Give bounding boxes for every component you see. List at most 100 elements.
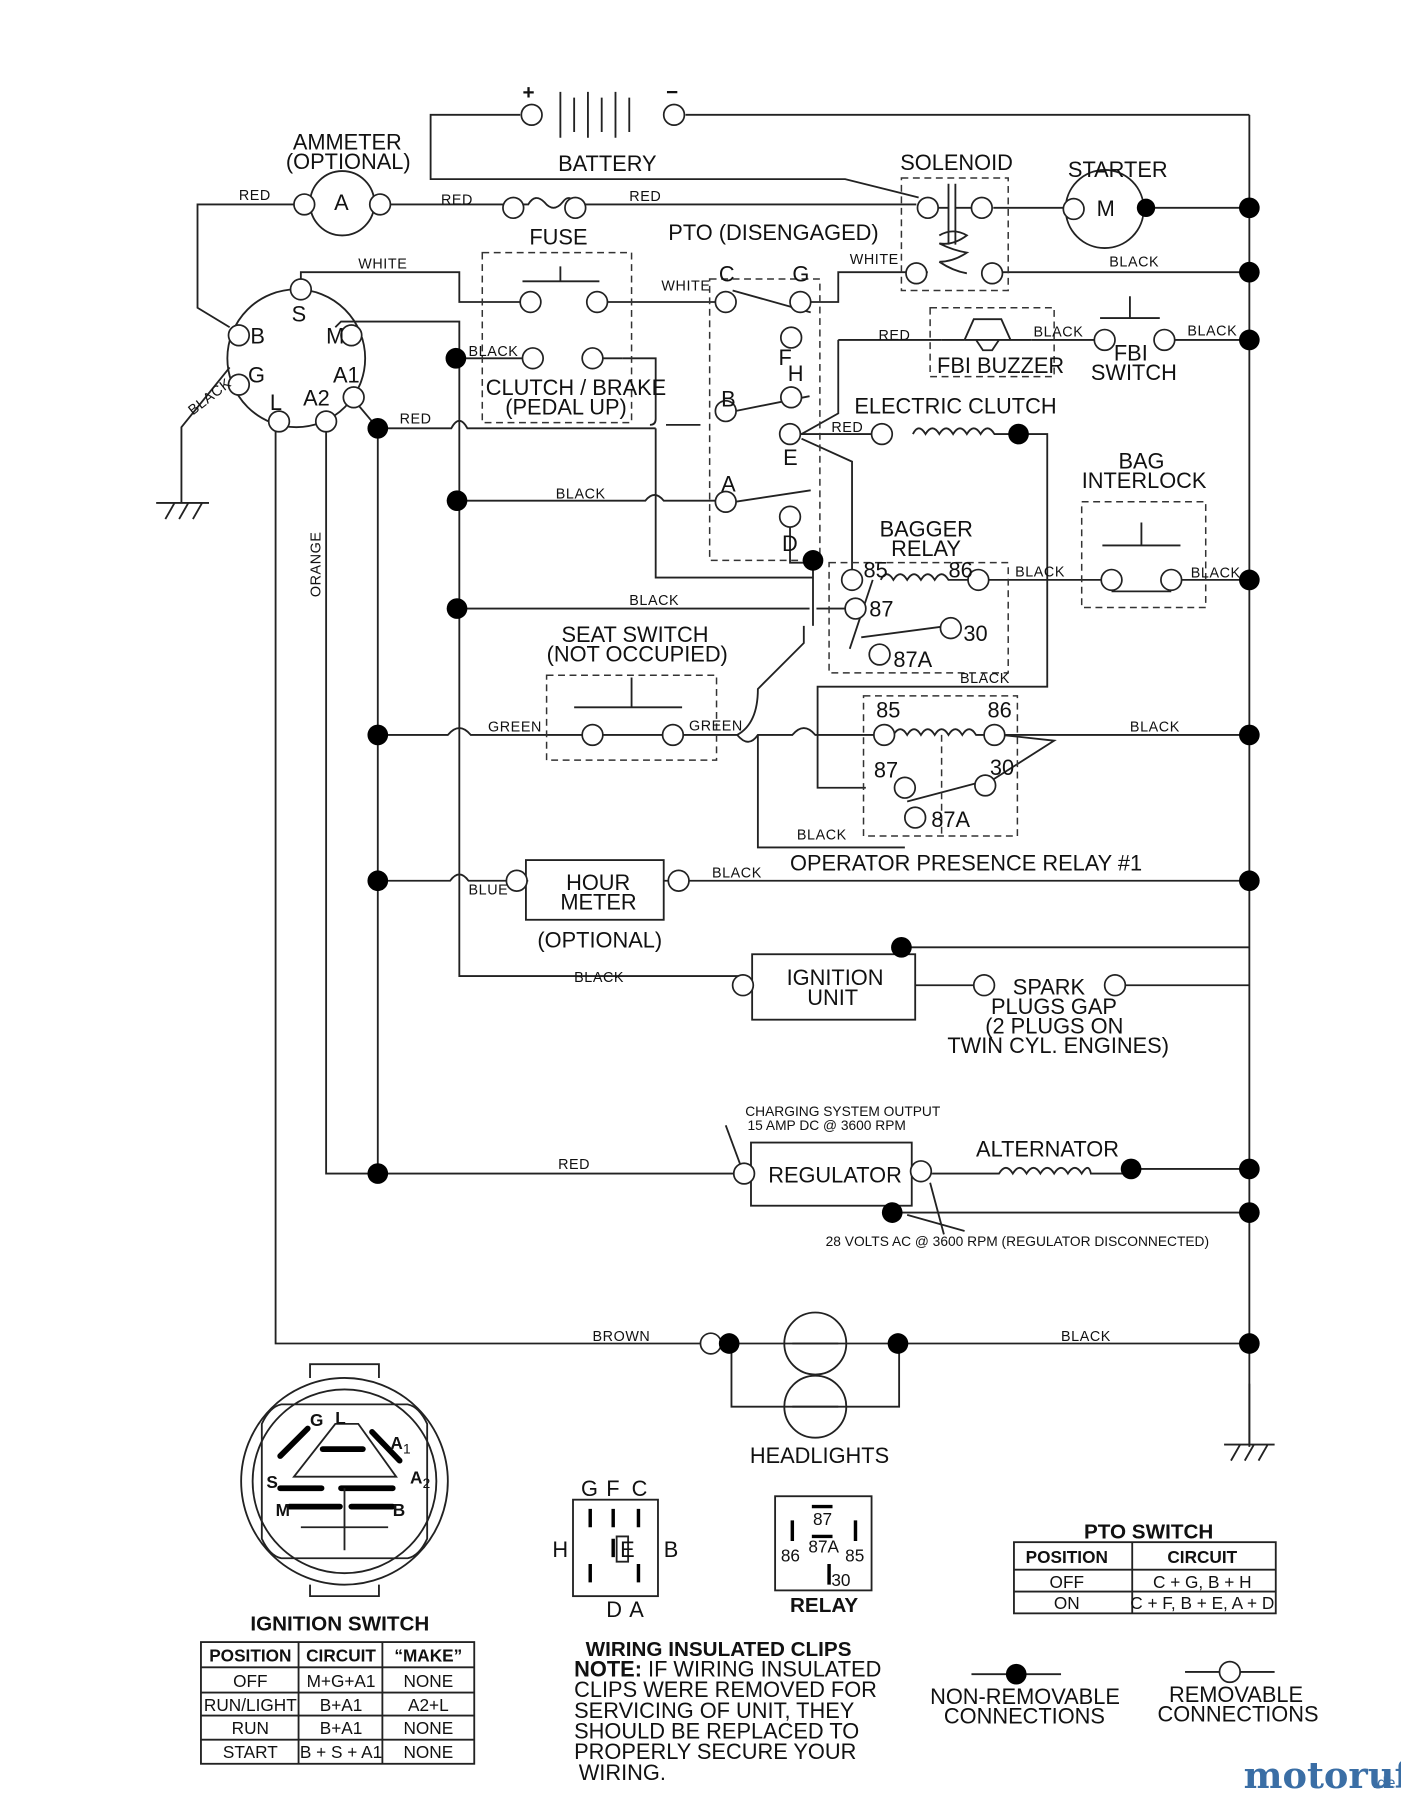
fbi-switch-label-2: SWITCH — [1091, 360, 1177, 385]
terminal-b: B — [250, 323, 265, 348]
spark-plugs-label: SPARK — [1013, 974, 1086, 999]
relay-pin-86: 86 — [781, 1546, 800, 1566]
clips-line-4: SHOULD BE REPLACED TO — [574, 1719, 859, 1744]
wires — [156, 113, 1275, 1462]
pto-table-cell: C + G, B + H — [1153, 1572, 1252, 1592]
wire-white-1: WHITE — [358, 257, 407, 273]
relay-pin-85: 85 — [845, 1546, 864, 1566]
clips-line-6: WIRING. — [579, 1760, 666, 1785]
ign-table-cell: A2+L — [408, 1695, 449, 1715]
clips-line-5: PROPERLY SECURE YOUR — [574, 1739, 856, 1764]
bagger-terminal-30: 30 — [963, 621, 987, 646]
charging-output-label: CHARGING SYSTEM OUTPUT — [745, 1104, 941, 1119]
ign-table-cell: NONE — [403, 1671, 453, 1691]
pto-connector-detail: G F C H E B D A — [552, 1476, 678, 1622]
wire-red-5: RED — [400, 412, 432, 428]
ign-table-cell: B+A1 — [320, 1695, 363, 1715]
op-relay-terminal-86: 86 — [988, 698, 1012, 723]
electric-clutch-label: ELECTRIC CLUTCH — [854, 393, 1056, 418]
ignition-switch-detail: G L A 1 A 2 S M B IGNITION SWITCH — [240, 1363, 449, 1636]
headlights-label: HEADLIGHTS — [750, 1443, 889, 1468]
wire-blue-1: BLUE — [469, 883, 509, 899]
pto-table-cell: OFF — [1050, 1572, 1084, 1592]
terminal-m: M — [326, 323, 344, 348]
clips-note-text: IF WIRING INSULATED — [642, 1657, 881, 1682]
wire-brown-1: BROWN — [593, 1329, 651, 1345]
ign-table-cell: OFF — [233, 1671, 267, 1691]
relay-connector-detail: 87 87A 86 85 30 RELAY — [774, 1495, 873, 1617]
pto-label: PTO (DISENGAGED) — [668, 220, 878, 245]
terminal-a1: A1 — [333, 362, 360, 387]
fbi-buzzer-label: FBI BUZZER — [937, 353, 1064, 378]
motoruf-logo: motoruf .de — [1244, 1754, 1401, 1797]
battery-label: BATTERY — [558, 151, 657, 176]
operator-presence-relay-label: OPERATOR PRESENCE RELAY #1 — [790, 850, 1142, 875]
wire-white-2: WHITE — [661, 279, 710, 295]
pto-terminal-c: C — [719, 261, 735, 286]
pto-terminal-d: D — [782, 531, 798, 556]
bagger-terminal-85: 85 — [864, 558, 888, 583]
logo-tld: .de — [1372, 1774, 1395, 1792]
bagger-terminal-86: 86 — [948, 558, 972, 583]
terminal-l: L — [270, 390, 282, 415]
fixed-connections — [367, 197, 1260, 1354]
wire-green-2: GREEN — [689, 718, 743, 734]
ign-key-a2-sub: 2 — [423, 1476, 431, 1491]
clutch-brake-sub-label: (PEDAL UP) — [505, 395, 627, 420]
solenoid-label: SOLENOID — [900, 150, 1013, 175]
legend: NON-REMOVABLE CONNECTIONS REMOVABLE CONN… — [930, 1660, 1319, 1729]
wire-white-3: WHITE — [850, 252, 899, 268]
ign-table-cell: RUN — [232, 1718, 269, 1738]
wiring-clips-note: WIRING INSULATED CLIPS NOTE: IF WIRING I… — [574, 1638, 881, 1785]
pto-switch-title: PTO SWITCH — [1084, 1521, 1213, 1544]
terminal-s: S — [292, 302, 307, 327]
ign-table-cell: NONE — [403, 1718, 453, 1738]
relay-pin-30: 30 — [831, 1570, 850, 1590]
spark-plugs-label-4: TWIN CYL. ENGINES) — [947, 1033, 1169, 1058]
clips-line-2: CLIPS WERE REMOVED FOR — [574, 1677, 877, 1702]
terminal-g: G — [248, 362, 265, 387]
wire-green-1: GREEN — [488, 719, 542, 735]
wire-black-7: BLACK — [1191, 566, 1241, 582]
wire-black-14: BLACK — [1061, 1329, 1111, 1345]
wire-black-12: BLACK — [712, 865, 762, 881]
wire-black-1: BLACK — [1109, 254, 1159, 270]
wire-orange-1: ORANGE — [308, 531, 324, 597]
clips-line-1: NOTE: IF WIRING INSULATED — [574, 1657, 881, 1682]
pto-terminal-g: G — [792, 261, 809, 286]
bag-interlock-label: BAG — [1118, 449, 1164, 474]
legend-non-removable-dot — [1005, 1663, 1027, 1685]
pto-pin-d: D — [606, 1597, 622, 1622]
logo-text: motoruf — [1244, 1754, 1401, 1797]
wire-red-1: RED — [239, 188, 271, 204]
starter-symbol: M — [1097, 196, 1115, 221]
wire-black-13: BLACK — [574, 970, 624, 986]
pto-pin-b: B — [664, 1537, 679, 1562]
terminal-labels: S B M G A1 L A2 C G F H B E A D 85 86 87… — [248, 261, 1014, 831]
legend-removable-label: REMOVABLE — [1169, 1682, 1303, 1707]
pto-pin-h: H — [552, 1537, 568, 1562]
pto-pin-f: F — [606, 1476, 619, 1501]
ign-table-cell: NONE — [403, 1742, 453, 1762]
pto-table-cell: ON — [1054, 1593, 1080, 1613]
clips-note-keyword: NOTE: — [574, 1657, 642, 1682]
op-relay-terminal-30: 30 — [990, 755, 1014, 780]
ammeter-label: AMMETER — [293, 129, 402, 154]
bagger-terminal-87: 87 — [869, 597, 893, 622]
seat-switch-sub-label: (NOT OCCUPIED) — [547, 641, 728, 666]
component-boxes — [481, 177, 1207, 837]
wire-black-4: BLACK — [469, 344, 519, 360]
hour-meter-optional-label: (OPTIONAL) — [537, 927, 662, 952]
ign-table-header-position: POSITION — [209, 1646, 291, 1666]
bagger-relay-label: BAGGER — [880, 516, 973, 541]
wire-black-5: BLACK — [556, 486, 606, 502]
spark-plugs-label-3: (2 PLUGS ON — [985, 1013, 1123, 1038]
pto-terminal-b: B — [721, 386, 736, 411]
ign-key-a1: A — [390, 1433, 402, 1453]
wire-black-11: BLACK — [797, 827, 847, 843]
op-relay-terminal-85: 85 — [876, 698, 900, 723]
wire-black-9: BLACK — [960, 671, 1010, 687]
starter-label: STARTER — [1068, 157, 1168, 182]
